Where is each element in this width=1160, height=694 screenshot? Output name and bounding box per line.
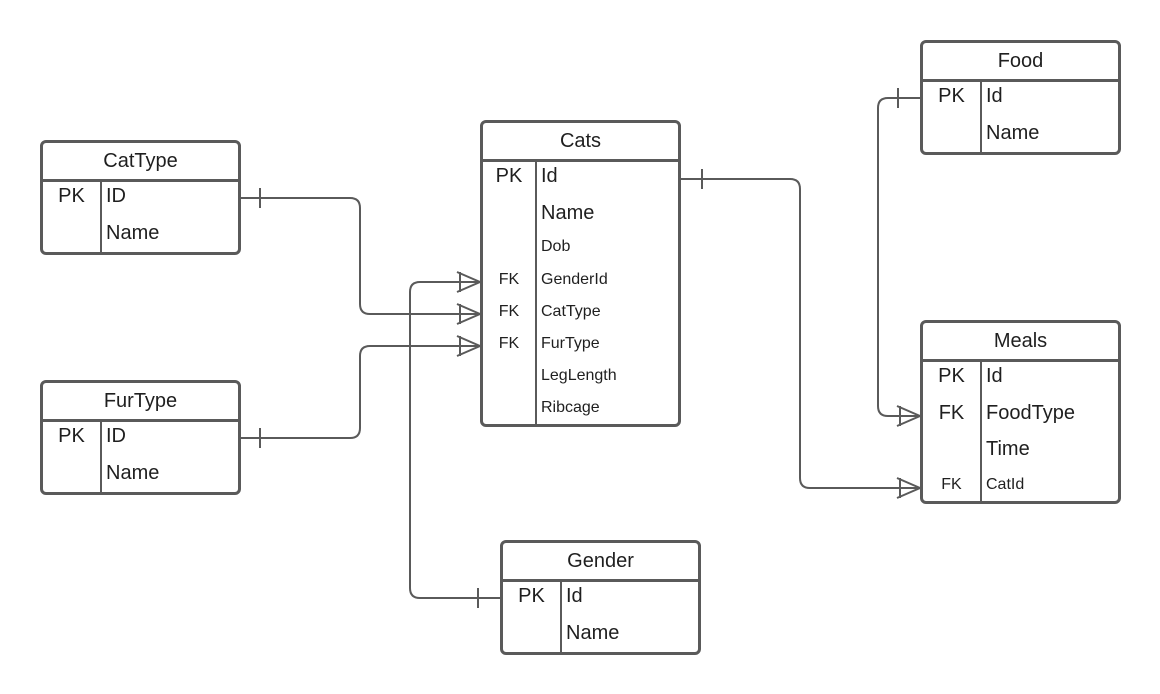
header-divider <box>923 359 1118 362</box>
header-divider <box>483 159 678 162</box>
attribute-row[interactable]: PK Id <box>503 581 698 611</box>
key-label: PK <box>938 85 965 107</box>
header-divider <box>503 579 698 582</box>
column-divider <box>100 182 102 252</box>
field-name: FoodType <box>986 402 1075 424</box>
entity-title: CatType <box>103 150 178 172</box>
field-name: ID <box>106 425 126 447</box>
attribute-row[interactable]: FK CatType <box>483 297 678 327</box>
entity-title: Meals <box>993 330 1048 352</box>
header-divider <box>43 419 238 422</box>
key-label: PK <box>58 185 85 207</box>
field-name: Id <box>986 365 1003 387</box>
attribute-row[interactable]: Name <box>923 118 1118 148</box>
attribute-row[interactable]: PK Id <box>923 81 1118 111</box>
field-name: Name <box>106 222 160 244</box>
field-name: Time <box>986 438 1030 460</box>
attribute-row[interactable]: Dob <box>483 232 678 262</box>
key-label: FK <box>498 335 520 352</box>
field-name: GenderId <box>541 271 608 288</box>
key-label: PK <box>495 165 523 187</box>
column-divider <box>980 362 982 501</box>
rel-cattype-cats <box>240 188 483 325</box>
attribute-row[interactable]: Ribcage <box>483 393 678 423</box>
field-name: Name <box>541 202 595 224</box>
field-name: CatId <box>986 476 1025 493</box>
attribute-row[interactable]: Name <box>483 198 678 228</box>
field-name: Id <box>986 85 1003 107</box>
field-name: ID <box>106 185 126 207</box>
field-name: FurType <box>541 335 600 352</box>
key-label: PK <box>938 365 965 387</box>
key-label: PK <box>58 425 85 447</box>
entity-title: Cats <box>559 130 602 152</box>
field-name: Name <box>566 622 620 644</box>
key-label: FK <box>941 476 962 493</box>
field-name: Id <box>566 585 583 607</box>
attribute-row[interactable]: PK Id <box>923 361 1118 391</box>
attribute-row[interactable]: LegLength <box>483 361 678 391</box>
key-label: FK <box>938 402 965 424</box>
field-name: LegLength <box>541 367 617 384</box>
attribute-row[interactable]: Name <box>503 618 698 648</box>
entity-title: Gender <box>567 550 634 572</box>
rel-food-meals <box>877 88 923 427</box>
field-name: CatType <box>541 303 601 320</box>
header-divider <box>43 179 238 182</box>
attribute-row[interactable]: FK FoodType <box>923 398 1118 428</box>
rel-cats-meals <box>680 169 923 499</box>
key-label: FK <box>498 303 520 320</box>
key-label: FK <box>498 271 520 288</box>
key-label: PK <box>518 585 545 607</box>
attribute-row[interactable]: PK ID <box>43 421 238 451</box>
rel-furtype-cats <box>240 335 483 448</box>
attribute-row[interactable]: Name <box>43 218 238 248</box>
entity-title: Food <box>997 50 1044 72</box>
column-divider <box>535 162 537 424</box>
attribute-row[interactable]: FK FurType <box>483 329 678 359</box>
attribute-row[interactable]: PK Id <box>483 161 678 191</box>
column-divider <box>100 422 102 492</box>
field-name: Ribcage <box>541 399 600 416</box>
column-divider <box>980 82 982 152</box>
field-name: Id <box>541 165 558 187</box>
attribute-row[interactable]: FK GenderId <box>483 265 678 295</box>
field-name: Name <box>106 462 160 484</box>
attribute-row[interactable]: Name <box>43 458 238 488</box>
field-name: Name <box>986 122 1040 144</box>
header-divider <box>923 79 1118 82</box>
attribute-row[interactable]: Time <box>923 434 1118 464</box>
entity-title: FurType <box>103 390 178 412</box>
attribute-row[interactable]: FK CatId <box>923 470 1118 500</box>
column-divider <box>560 582 562 652</box>
field-name: Dob <box>541 238 571 255</box>
attribute-row[interactable]: PK ID <box>43 181 238 211</box>
